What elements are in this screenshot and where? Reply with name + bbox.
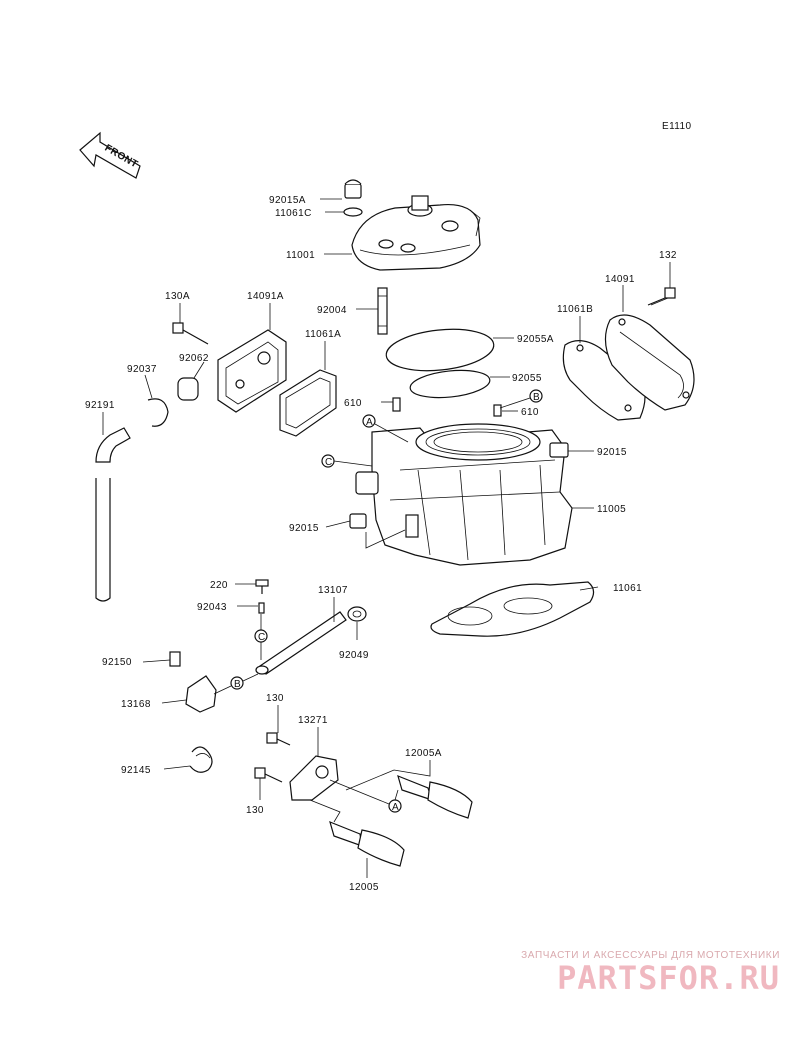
label-13168: 13168 <box>121 699 151 710</box>
collar-92062 <box>177 377 199 401</box>
svg-text:C: C <box>258 632 266 643</box>
label-13107: 13107 <box>318 585 348 596</box>
callout-A-lower: A <box>329 779 402 813</box>
tube-92191 <box>95 427 131 602</box>
label-92037: 92037 <box>127 364 157 375</box>
label-92055A: 92055A <box>517 334 554 345</box>
exhaust-cover-14091 <box>604 314 695 411</box>
label-11001: 11001 <box>286 250 315 261</box>
cylinder-block-part <box>355 423 573 566</box>
bolt-132 <box>647 287 676 306</box>
dowel-pin-610-left <box>392 397 401 412</box>
label-13271: 13271 <box>298 715 328 726</box>
label-12005A: 12005A <box>405 748 442 759</box>
washer-11061C <box>343 207 363 217</box>
callout-A-upper: A <box>362 414 409 443</box>
label-11061B: 11061B <box>557 304 593 315</box>
bolt-130-bottom <box>254 767 266 779</box>
label-130A: 130A <box>165 291 190 302</box>
label-92145: 92145 <box>121 765 151 776</box>
front-arrow-icon: FRONT <box>79 131 141 179</box>
bolt-92150 <box>169 651 181 667</box>
o-ring-92055A <box>385 328 495 372</box>
stud-92004 <box>377 287 388 335</box>
callout-B-lower: B <box>213 673 259 695</box>
lever-13168 <box>185 675 217 713</box>
svg-text:C: C <box>325 457 333 468</box>
label-11061A: 11061A <box>305 329 341 340</box>
svg-text:B: B <box>533 392 540 403</box>
dowel-pin-610-right <box>493 404 502 417</box>
label-11061: 11061 <box>613 583 642 594</box>
label-12005: 12005 <box>349 882 379 893</box>
label-14091: 14091 <box>605 274 635 285</box>
screw-220 <box>255 579 269 594</box>
clamp-92037 <box>147 398 169 427</box>
exhaust-valve-12005 <box>329 820 405 867</box>
callout-B-upper: B <box>499 389 543 409</box>
svg-text:A: A <box>366 417 373 428</box>
label-130-bottom: 130 <box>246 805 264 816</box>
label-11061C: 11061C <box>275 208 312 219</box>
nut-92015-right <box>549 442 569 458</box>
bolt-130A <box>172 322 209 345</box>
part-labels: 92015A 11061C 11001 92004 92055A 92055 6… <box>85 195 677 893</box>
gasket-11061A <box>279 369 337 437</box>
label-610-left: 610 <box>344 398 362 409</box>
shaft-13107 <box>259 611 347 675</box>
diagram-code: E1110 <box>662 121 691 132</box>
holder-13271 <box>289 755 339 801</box>
callout-C-lower: C <box>254 614 268 660</box>
label-92062: 92062 <box>179 353 209 364</box>
watermark-tagline: ЗАПЧАСТИ И АКСЕССУАРЫ ДЛЯ МОТОТЕХНИКИ <box>521 950 780 961</box>
label-132: 132 <box>659 250 677 261</box>
valve-cover-14091A <box>217 329 287 413</box>
label-92015A: 92015A <box>269 195 306 206</box>
label-130-top: 130 <box>266 693 284 704</box>
label-92055: 92055 <box>512 373 542 384</box>
base-gasket-11061 <box>430 581 595 637</box>
nut-92015-left <box>349 513 367 529</box>
label-92049: 92049 <box>339 650 369 661</box>
o-ring-92055 <box>409 369 491 399</box>
cylinder-head-part <box>351 195 481 271</box>
gasket-11061B <box>562 340 646 421</box>
label-11005: 11005 <box>597 504 626 515</box>
label-92043: 92043 <box>197 602 227 613</box>
leader-lines <box>102 198 671 878</box>
callout-C-upper: C <box>321 454 373 468</box>
label-92150: 92150 <box>102 657 132 668</box>
label-92015-right: 92015 <box>597 447 627 458</box>
pin-92043 <box>258 602 265 614</box>
label-14091A: 14091A <box>247 291 284 302</box>
exhaust-valve-12005A <box>397 774 473 819</box>
svg-text:A: A <box>392 802 399 813</box>
label-610-right: 610 <box>521 407 539 418</box>
cap-nut-92015A <box>344 179 362 199</box>
label-220: 220 <box>210 580 228 591</box>
svg-text:B: B <box>234 679 241 690</box>
watermark-brand: PARTSFOR.RU <box>557 959 780 997</box>
spring-92145 <box>189 746 213 773</box>
label-92015-left: 92015 <box>289 523 319 534</box>
oil-seal-92049 <box>347 606 367 622</box>
watermark: ЗАПЧАСТИ И АКСЕССУАРЫ ДЛЯ МОТОТЕХНИКИ PA… <box>521 950 780 995</box>
bolt-130-top <box>266 732 278 744</box>
label-92004: 92004 <box>317 305 347 316</box>
label-92191: 92191 <box>85 400 115 411</box>
